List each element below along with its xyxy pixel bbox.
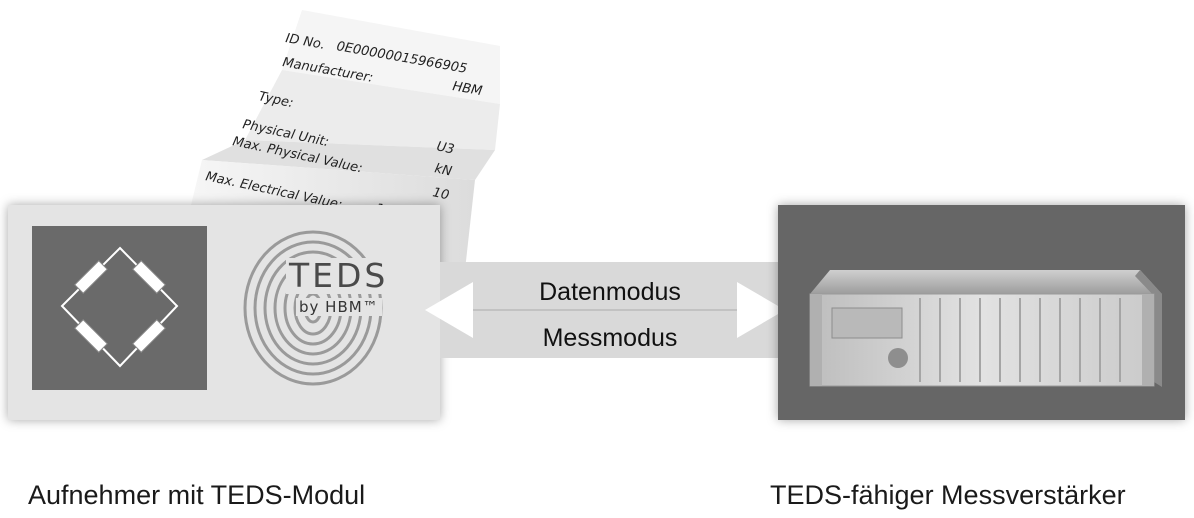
teds-logo: TEDS by HBM™: [238, 226, 392, 390]
amplifier-device-icon: [809, 270, 1162, 387]
type-label: Type:: [257, 89, 294, 111]
ten-value: 10: [431, 185, 450, 203]
amplifier-caption: TEDS-fähiger Messverstärker: [770, 480, 1126, 510]
id-label: ID No.: [284, 31, 326, 53]
teds-title: TEDS: [286, 258, 392, 294]
physical-unit-value: U3: [435, 139, 456, 157]
bridge-icon: [32, 226, 207, 390]
arrow-left-icon: [425, 282, 473, 338]
manufacturer-value: HBM: [451, 79, 483, 99]
max-physical-value: kN: [433, 161, 453, 179]
mode-data-label: Datenmodus: [539, 278, 681, 306]
band-divider: [440, 309, 800, 311]
arrow-right-icon: [737, 282, 785, 338]
mode-measure-label: Messmodus: [542, 324, 678, 352]
sensor-caption: Aufnehmer mit TEDS-Modul: [28, 480, 366, 510]
wheatstone-bridge-icon: [60, 246, 179, 368]
teds-subtitle: by HBM™: [296, 298, 382, 316]
